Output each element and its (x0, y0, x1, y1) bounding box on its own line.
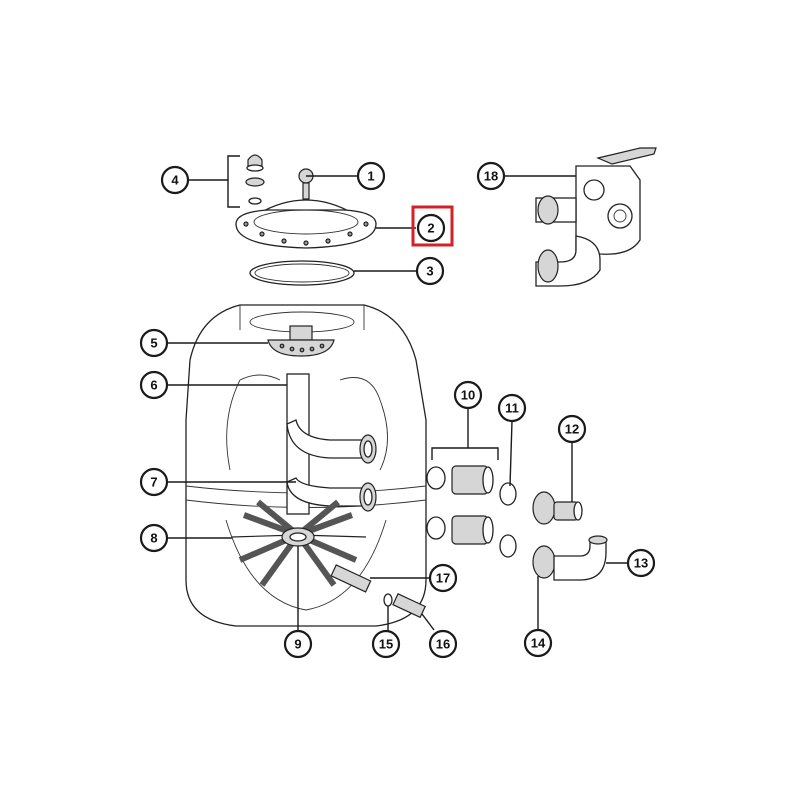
part-15-drain-seal (383, 593, 393, 607)
callout-4: 4 (160, 165, 190, 195)
part-13-elbow-pipe (553, 535, 608, 581)
part-7-lower-pipe (286, 477, 377, 512)
callout-5: 5 (139, 328, 169, 358)
svg-text:5: 5 (150, 336, 157, 351)
part-18-multiport-valve (535, 147, 657, 287)
svg-text:18: 18 (484, 169, 498, 184)
svg-text:8: 8 (150, 531, 157, 546)
callout-12: 12 (557, 414, 587, 444)
svg-text:10: 10 (461, 388, 475, 403)
part-9-lateral-hub (281, 527, 315, 547)
svg-text:3: 3 (426, 264, 433, 279)
callout-14: 14 (523, 628, 553, 658)
callout-17: 17 (428, 563, 458, 593)
callout-8: 8 (139, 523, 169, 553)
part-1-vent-knob (298, 168, 314, 200)
svg-text:9: 9 (294, 637, 301, 652)
part-14-union-nuts (532, 491, 556, 579)
part-16-drain-plug (392, 593, 427, 619)
callout-2: 2 (411, 205, 454, 247)
callout-6: 6 (139, 370, 169, 400)
svg-text:16: 16 (436, 637, 450, 652)
cover-assembly (235, 154, 377, 286)
part-12-threaded-adapter (553, 501, 583, 521)
part-3-o-ring (249, 260, 355, 286)
svg-text:12: 12 (565, 422, 579, 437)
svg-text:13: 13 (634, 556, 648, 571)
svg-text:1: 1 (367, 169, 374, 184)
part-2-cover-lid (235, 199, 377, 249)
callout-13: 13 (626, 548, 656, 578)
svg-text:17: 17 (436, 571, 450, 586)
svg-text:14: 14 (531, 636, 546, 651)
svg-text:6: 6 (150, 378, 157, 393)
callout-1: 1 (356, 161, 386, 191)
svg-text:15: 15 (379, 637, 393, 652)
callout-18: 18 (476, 161, 506, 191)
part-4-small-fittings (245, 154, 265, 205)
leader-lines (168, 155, 627, 632)
callout-16: 16 (428, 629, 458, 659)
callout-3: 3 (415, 256, 445, 286)
callout-11: 11 (497, 393, 527, 423)
svg-text:11: 11 (505, 401, 519, 416)
part-17-drain-pipe (330, 564, 372, 593)
callout-7: 7 (139, 467, 169, 497)
callout-10: 10 (453, 380, 483, 410)
callout-15: 15 (371, 629, 401, 659)
part-10-union-connectors (426, 465, 494, 545)
part-5-top-diffuser (267, 325, 335, 357)
highlight-frame (411, 205, 454, 247)
part-11-o-rings (499, 482, 517, 558)
svg-text:2: 2 (427, 221, 434, 236)
svg-text:7: 7 (150, 475, 157, 490)
callout-9: 9 (283, 629, 313, 659)
svg-text:4: 4 (171, 173, 179, 188)
